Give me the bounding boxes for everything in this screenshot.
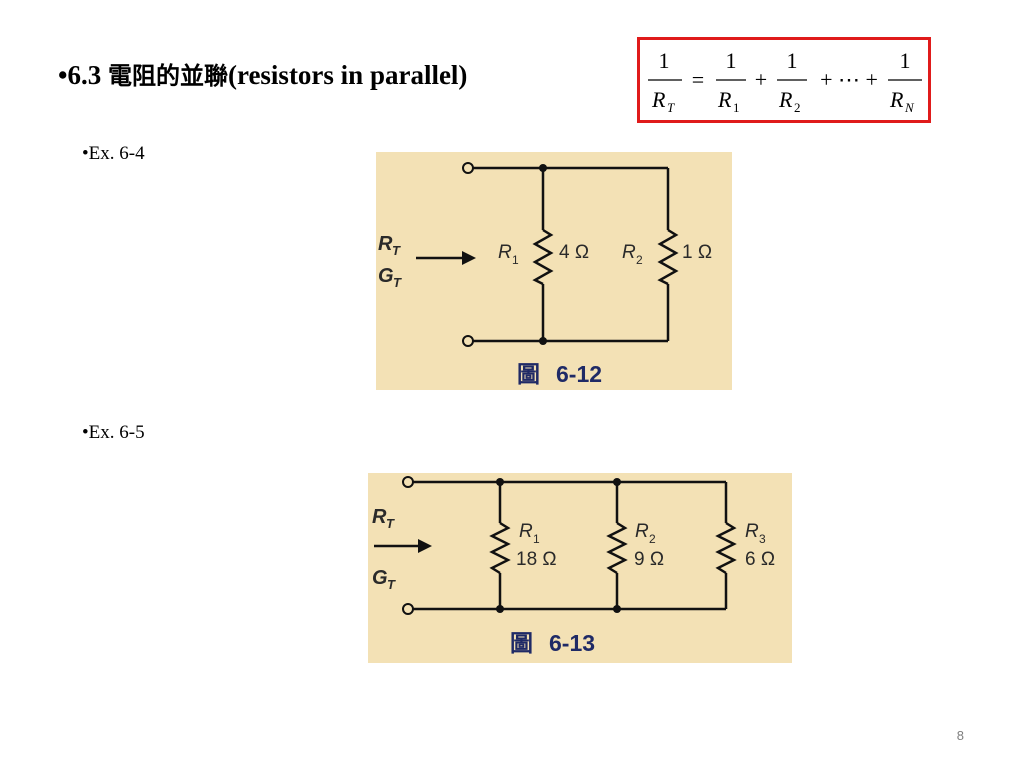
term2-subscript: 2 xyxy=(794,100,801,115)
junction-dot xyxy=(613,478,621,486)
r1-sub: 1 xyxy=(533,532,540,546)
caption-char: 圖 xyxy=(517,362,540,388)
parallel-resistance-formula: 1 R T = 1 R 1 + 1 R 2 + ⋯ + 1 R N xyxy=(648,48,922,115)
junction-dot xyxy=(613,605,621,613)
figure-background xyxy=(368,473,792,663)
r1-sub: 1 xyxy=(512,253,519,267)
terminal-top xyxy=(462,162,474,174)
terminal-top xyxy=(402,476,414,488)
term2-denominator: R xyxy=(778,87,793,112)
lhs-numerator: 1 xyxy=(659,48,670,73)
lhs-subscript: T xyxy=(667,100,675,115)
r3-sub: 3 xyxy=(759,532,766,546)
heading-number: 6.3 xyxy=(67,60,102,90)
resistor-r2-zigzag xyxy=(657,228,679,286)
rt-sub: T xyxy=(386,516,395,531)
junction-dot xyxy=(496,605,504,613)
junction-dot xyxy=(496,478,504,486)
rt-label: R xyxy=(378,233,393,255)
resistor-r2-zigzag xyxy=(606,521,628,575)
r2-label: R xyxy=(635,521,649,542)
circuit-6-13: R T G T R 1 18 Ω R 2 9 Ω R 3 6 Ω 圖 6-13 xyxy=(368,473,792,663)
term2-numerator: 1 xyxy=(787,48,798,73)
lhs-denominator: R xyxy=(651,87,666,112)
heading-english: (resistors in parallel) xyxy=(227,60,468,90)
r1-label: R xyxy=(519,521,533,542)
junction-dot xyxy=(539,164,547,172)
r2-sub: 2 xyxy=(649,532,656,546)
gt-sub: T xyxy=(393,275,402,290)
caption-number: 6-13 xyxy=(549,630,595,656)
figure-6-13: R T G T R 1 18 Ω R 2 9 Ω R 3 6 Ω 圖 6-13 xyxy=(368,473,792,668)
heading-bullet: • xyxy=(58,60,68,90)
termN-numerator: 1 xyxy=(900,48,911,73)
rt-label: R xyxy=(372,506,387,528)
rt-sub: T xyxy=(392,243,401,258)
r3-value: 6 Ω xyxy=(745,549,775,570)
terminal-bottom xyxy=(402,603,414,615)
r2-label: R xyxy=(622,242,636,263)
arrow-head xyxy=(418,539,432,553)
arrow-head xyxy=(462,251,476,265)
heading-chinese: 電阻的並聯 xyxy=(107,62,228,90)
ellipsis-sum: + ⋯ + xyxy=(820,67,878,92)
r2-value: 9 Ω xyxy=(634,549,664,570)
termN-denominator: R xyxy=(889,87,904,112)
r1-value: 4 Ω xyxy=(559,242,589,263)
caption-number: 6-12 xyxy=(556,361,602,387)
term1-subscript: 1 xyxy=(733,100,740,115)
example-label-1: •Ex. 6-4 xyxy=(82,143,145,164)
gt-label: G xyxy=(372,567,388,589)
r2-sub: 2 xyxy=(636,253,643,267)
figure-6-12: R T G T R 1 4 Ω R 2 1 Ω 圖 6-12 xyxy=(376,152,732,395)
plus-sign: + xyxy=(755,67,767,92)
circuit-6-12: R T G T R 1 4 Ω R 2 1 Ω 圖 6-12 xyxy=(376,152,732,390)
term1-denominator: R xyxy=(717,87,732,112)
termN-subscript: N xyxy=(904,100,915,115)
r1-label: R xyxy=(498,242,512,263)
term1-numerator: 1 xyxy=(726,48,737,73)
page-number: 8 xyxy=(956,728,964,743)
r3-label: R xyxy=(745,521,759,542)
r1-value: 18 Ω xyxy=(516,549,557,570)
formula-box: 1 R T = 1 R 1 + 1 R 2 + ⋯ + 1 R N xyxy=(637,37,931,123)
resistor-r1-zigzag xyxy=(489,521,511,575)
resistor-r1-zigzag xyxy=(532,228,554,286)
r2-value: 1 Ω xyxy=(682,242,712,263)
terminal-bottom xyxy=(462,335,474,347)
figure-background xyxy=(376,152,732,390)
gt-sub: T xyxy=(387,577,396,592)
resistor-r3-zigzag xyxy=(715,521,737,575)
gt-label: G xyxy=(378,265,394,287)
junction-dot xyxy=(539,337,547,345)
equals-sign: = xyxy=(692,67,704,92)
caption-char: 圖 xyxy=(510,631,533,657)
slide-heading: •6.3 電阻的並聯(resistors in parallel) xyxy=(58,56,467,91)
example-label-2: •Ex. 6-5 xyxy=(82,422,145,443)
